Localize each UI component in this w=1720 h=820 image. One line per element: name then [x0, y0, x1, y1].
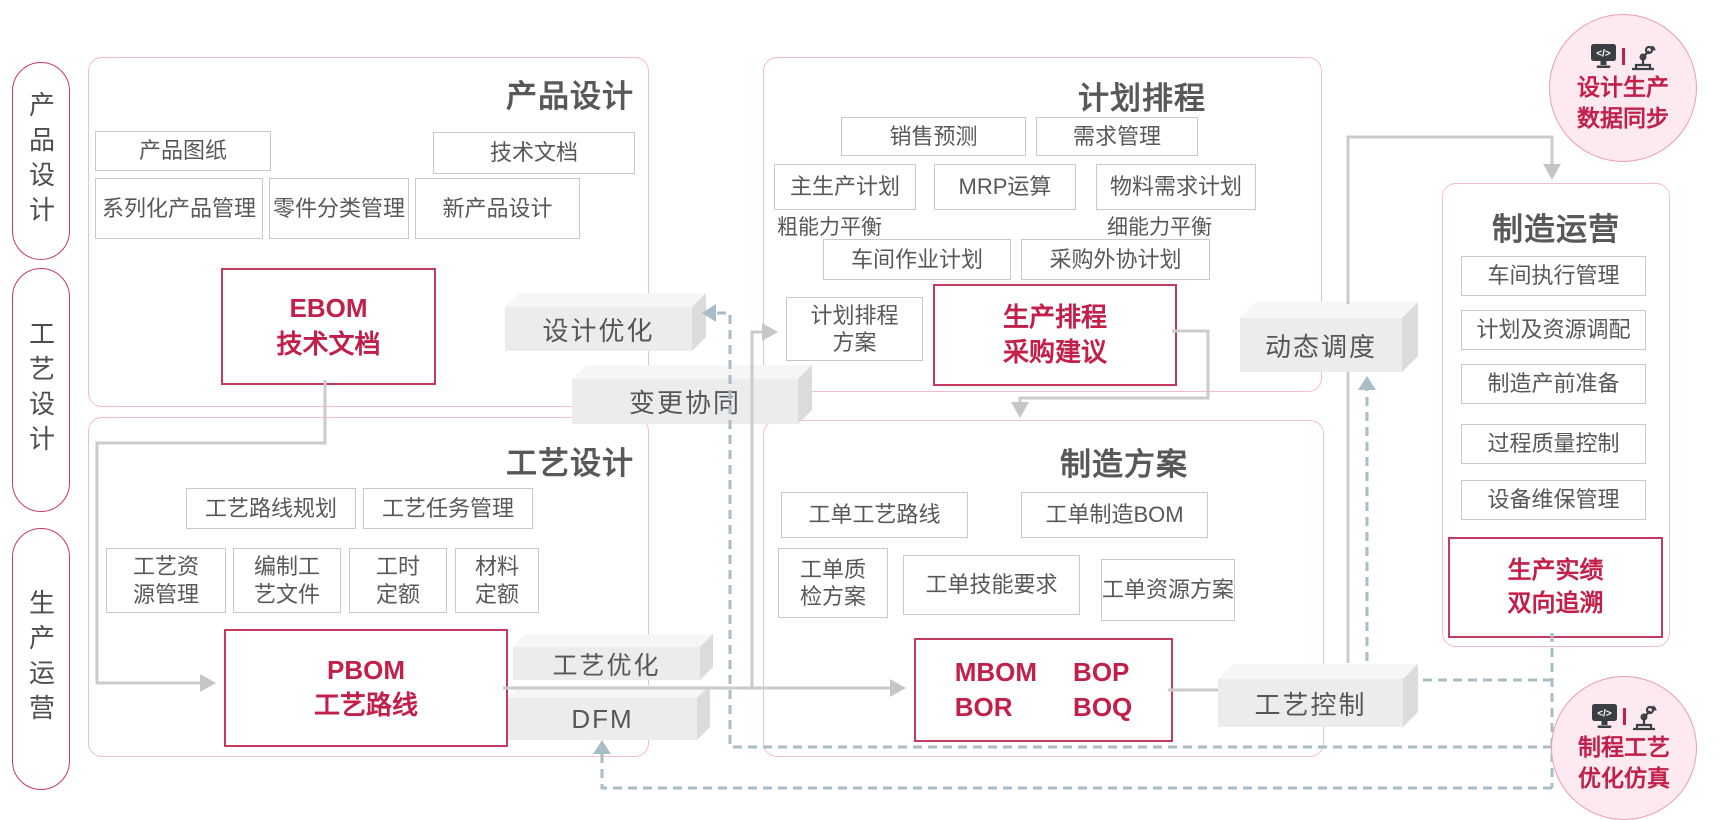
prod-trace-line1: 生产实绩: [1507, 557, 1604, 585]
badge-bottom-line1: 制程工艺: [1578, 734, 1670, 761]
item-mrp: MRP运算: [934, 164, 1076, 210]
boq-cell: BOQ: [1073, 692, 1133, 722]
svg-text:</>: </>: [1597, 709, 1612, 720]
process-resource-line1: 工艺资: [132, 554, 199, 579]
section-title-mfg-plan: 制造方案: [1060, 447, 1188, 482]
prod-trace-line2: 双向追溯: [1507, 589, 1604, 617]
item-quality-ctrl: 过程质量控制: [1461, 424, 1646, 464]
mbom-cell: MBOM: [954, 656, 1038, 687]
ebom-line2: 技术文档: [276, 328, 381, 359]
item-parts-classification: 零件分类管理: [269, 178, 409, 239]
rail-pill-process-design: 工艺设计: [12, 268, 70, 512]
material-quota-line1: 材料: [474, 554, 519, 579]
prod-sched-line2: 采购建议: [1002, 337, 1107, 367]
monitor-code-icon: </>: [1592, 704, 1617, 729]
slab-process-control: 工艺控制: [1218, 679, 1403, 727]
item-purchase-plan: 采购外协计划: [1021, 239, 1210, 280]
badge-process-simulation: </> 制程工艺 优化仿真: [1551, 676, 1697, 820]
process-resource-line2: 源管理: [132, 581, 199, 607]
slab-dynamic-scheduling: 动态调度: [1240, 318, 1402, 372]
bop-cell: BOP: [1073, 656, 1130, 687]
badge-icons: </>: [1591, 44, 1656, 71]
arrow-into-dynamic-sched: [1358, 376, 1376, 390]
pbom-line1: PBOM: [327, 654, 405, 685]
item-tech-docs: 技术文档: [433, 132, 635, 174]
badge-icons: </>: [1592, 704, 1657, 731]
item-wo-resource: 工单资源方案: [1101, 559, 1235, 621]
item-plan-scheme: 计划排程 方案: [786, 297, 923, 361]
item-route-planning: 工艺路线规划: [186, 488, 356, 529]
item-material-requirement: 物料需求计划: [1096, 164, 1256, 210]
item-task-mgmt: 工艺任务管理: [363, 488, 533, 529]
item-process-resource: 工艺资 源管理: [106, 548, 226, 613]
slab-dfm: DFM: [508, 698, 697, 740]
item-wo-qc: 工单质 检方案: [778, 548, 888, 618]
highlight-production-scheduling: 生产排程 采购建议: [933, 284, 1177, 386]
section-title-product-design: 产品设计: [506, 79, 634, 114]
item-material-quota: 材料 定额: [455, 548, 539, 613]
item-equipment-maintenance: 设备维保管理: [1461, 480, 1646, 520]
item-plan-resource-alloc: 计划及资源调配: [1461, 310, 1646, 350]
item-wo-mbom: 工单制造BOM: [1021, 492, 1208, 538]
section-title-process-design: 工艺设计: [506, 446, 634, 481]
feedback-to-dfm: [600, 754, 1552, 790]
item-serialized-product-mgmt: 系列化产品管理: [95, 178, 263, 239]
hours-quota-line1: 工时: [375, 554, 420, 579]
divider-bar: [1622, 48, 1625, 66]
item-wo-route: 工单工艺路线: [781, 492, 968, 538]
section-title-mfg-ops: 制造运营: [1492, 212, 1620, 247]
arrow-into-mfg-ops: [1543, 164, 1561, 180]
material-quota-line2: 定额: [474, 581, 519, 607]
item-sales-forecast: 销售预测: [841, 117, 1026, 156]
section-planning: 计划排程 销售预测 需求管理 主生产计划 MRP运算 物料需求计划 粗能力平衡 …: [763, 57, 1322, 392]
highlight-production-trace: 生产实绩 双向追溯: [1448, 537, 1663, 638]
item-work-hours-quota: 工时 定额: [349, 548, 447, 613]
arrow-into-mfg-plan: [1011, 402, 1029, 418]
pbom-line2: 工艺路线: [313, 690, 418, 720]
note-rough-capacity: 粗能力平衡: [777, 216, 882, 239]
highlight-ebom: EBOM 技术文档: [221, 268, 436, 385]
slab-design-optimization: 设计优化: [505, 307, 692, 351]
robot-arm-icon: [1633, 705, 1657, 731]
badge-design-production-sync: </> 设计生产 数据同步: [1549, 14, 1697, 162]
badge-top-line1: 设计生产: [1577, 74, 1669, 101]
item-mps: 主生产计划: [774, 164, 916, 210]
highlight-pbom: PBOM 工艺路线: [224, 629, 508, 747]
plan-scheme-line2: 方案: [832, 330, 877, 355]
wo-qc-line1: 工单质: [799, 556, 866, 582]
svg-text:</>: </>: [1596, 49, 1611, 60]
section-product-design: 产品设计 产品图纸 技术文档 系列化产品管理 零件分类管理 新产品设计 EBOM…: [88, 57, 649, 407]
item-wo-skill: 工单技能要求: [903, 555, 1080, 615]
badge-bottom-line2: 优化仿真: [1578, 765, 1670, 791]
wo-qc-line2: 检方案: [799, 584, 866, 609]
note-fine-capacity: 细能力平衡: [1107, 216, 1212, 239]
plan-scheme-line1: 计划排程: [810, 302, 899, 328]
rail-pill-production-ops: 生产运营: [12, 528, 70, 790]
divider-bar: [1623, 708, 1626, 726]
item-product-drawings: 产品图纸: [95, 131, 271, 171]
item-shop-plan: 车间作业计划: [823, 239, 1011, 280]
ebom-line1: EBOM: [289, 293, 368, 324]
hours-quota-line2: 定额: [375, 581, 420, 607]
robot-arm-icon: [1632, 45, 1656, 71]
badge-top-line2: 数据同步: [1577, 105, 1669, 131]
bor-cell: BOR: [954, 692, 1013, 722]
item-shop-exec: 车间执行管理: [1461, 256, 1646, 296]
item-pre-production: 制造产前准备: [1461, 364, 1646, 404]
item-process-authoring: 编制工 艺文件: [233, 548, 341, 613]
section-title-planning: 计划排程: [1078, 81, 1206, 116]
slab-change-collaboration: 变更协同: [572, 379, 798, 424]
process-authoring-line1: 编制工: [253, 554, 320, 579]
prod-sched-line1: 生产排程: [1002, 301, 1107, 332]
item-demand-mgmt: 需求管理: [1036, 117, 1198, 156]
highlight-mbom: MBOM BOP BOR BOQ: [914, 638, 1173, 742]
slab-process-optimization: 工艺优化: [513, 647, 700, 680]
item-new-product-design: 新产品设计: [415, 178, 580, 239]
monitor-code-icon: </>: [1591, 44, 1616, 69]
rail-pill-product-design: 产品设计: [12, 62, 70, 260]
section-mfg-ops: 制造运营 车间执行管理 计划及资源调配 制造产前准备 过程质量控制 设备维保管理…: [1442, 183, 1670, 647]
process-authoring-line2: 艺文件: [253, 581, 320, 607]
